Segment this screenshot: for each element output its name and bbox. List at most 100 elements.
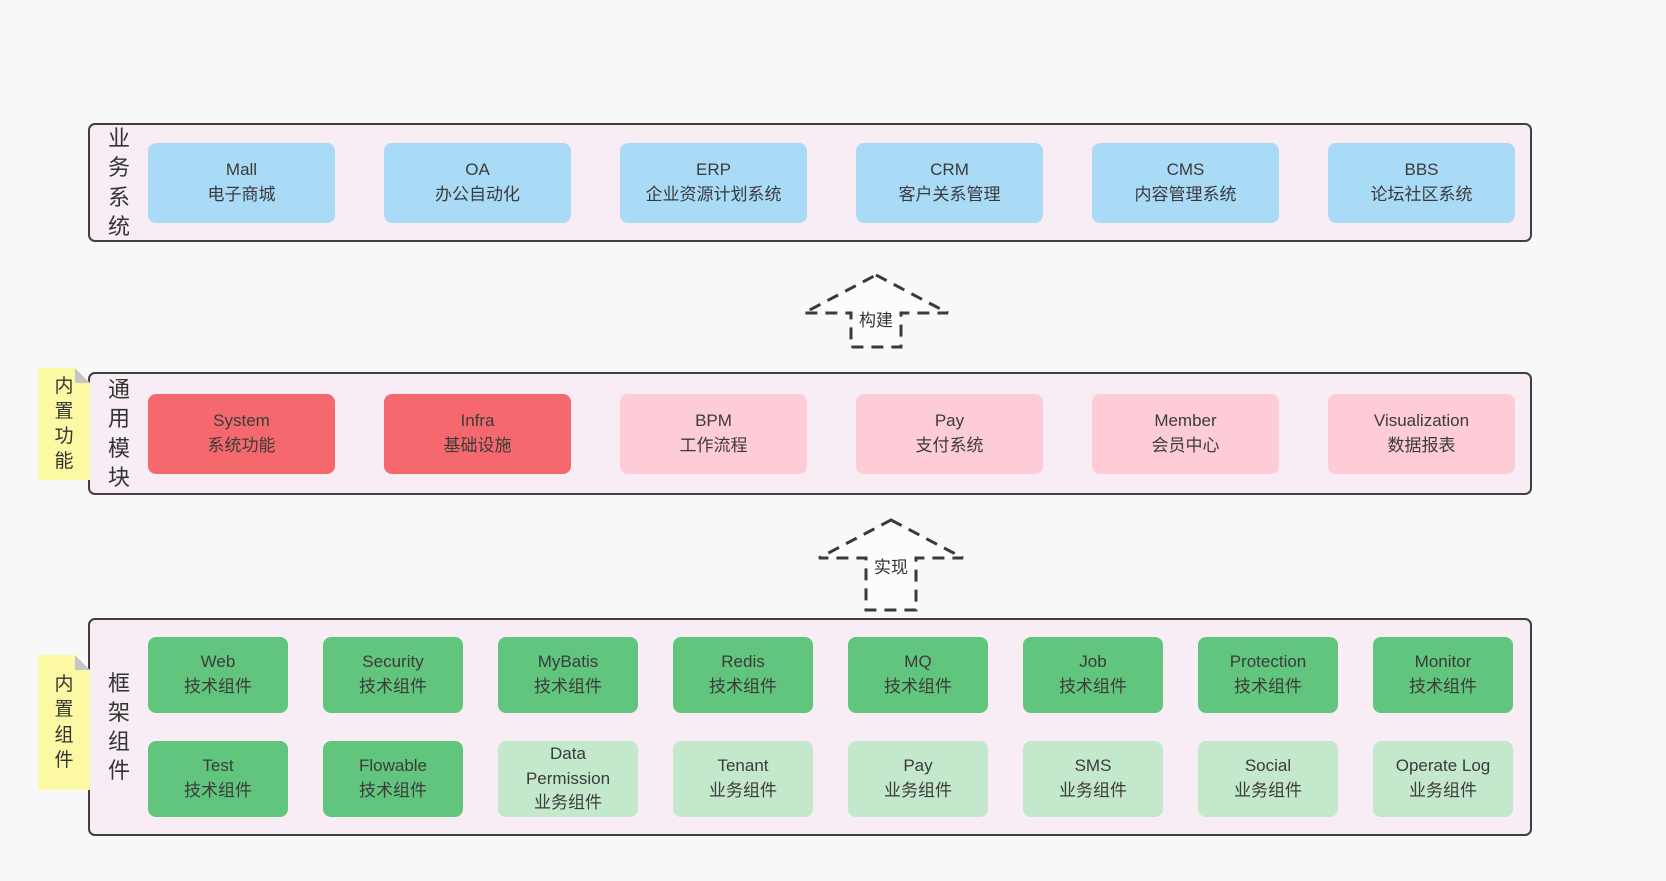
box-redis: Redis 技术组件: [673, 637, 813, 713]
box-subtitle: 基础设施: [443, 435, 512, 455]
box-subtitle: 客户关系管理: [898, 184, 1001, 204]
box-title: MyBatis: [537, 652, 599, 672]
arrow-build-label: 构建: [855, 306, 897, 331]
box-visualization: Visualization 数据报表: [1328, 393, 1515, 474]
box-subtitle: 业务组件: [1234, 781, 1302, 800]
box-title: CMS: [1166, 159, 1205, 179]
band-business-systems: 业务系统 Mall 电子商城 OA 办公自动化 ERP 企业资源计划系统 CRM…: [88, 123, 1532, 242]
framework-row-2: Test 技术组件 Flowable 技术组件 Data Permission …: [148, 741, 1530, 817]
sticky-label: 内置功能: [54, 375, 74, 473]
box-subtitle: 业务组件: [534, 793, 602, 813]
band-label-common-modules: 通用模块: [90, 374, 148, 493]
box-title: MQ: [904, 652, 932, 672]
box-subtitle: 技术组件: [1409, 677, 1477, 696]
box-subtitle: 论坛社区系统: [1370, 184, 1473, 204]
box-title: Operate Log: [1395, 756, 1491, 776]
band-label-framework-components: 框架组件: [90, 620, 148, 834]
box-title: OA: [465, 159, 490, 179]
box-title: Job: [1079, 652, 1107, 672]
box-erp: ERP 企业资源计划系统: [620, 142, 807, 223]
common-modules-boxes: System 系统功能 Infra 基础设施 BPM 工作流程 Pay 支付系统…: [148, 374, 1530, 493]
framework-row-1: Web 技术组件 Security 技术组件 MyBatis 技术组件 Redi…: [148, 637, 1530, 713]
box-title: Member: [1154, 410, 1217, 430]
box-crm: CRM 客户关系管理: [856, 142, 1043, 223]
box-subtitle: 业务组件: [884, 781, 952, 800]
box-title: Data Permission: [525, 744, 611, 788]
box-social: Social 业务组件: [1198, 741, 1338, 817]
box-subtitle: 技术组件: [1059, 677, 1127, 696]
arrow-implement: 实现: [816, 517, 966, 613]
box-subtitle: 企业资源计划系统: [645, 184, 782, 204]
box-mall: Mall 电子商城: [148, 142, 335, 223]
band-label-text: 通用模块: [107, 377, 130, 490]
box-infra: Infra 基础设施: [384, 393, 571, 474]
box-subtitle: 会员中心: [1151, 435, 1220, 455]
box-title: ERP: [696, 159, 731, 179]
box-title: Pay: [903, 756, 933, 776]
band-label-text: 业务系统: [107, 126, 130, 239]
box-title: Pay: [934, 410, 965, 430]
box-test: Test 技术组件: [148, 741, 288, 817]
band-label-text: 框架组件: [107, 670, 130, 784]
box-bpm: BPM 工作流程: [620, 393, 807, 474]
band-label-business-systems: 业务系统: [90, 125, 148, 240]
arrow-implement-label: 实现: [870, 553, 912, 578]
box-subtitle: 技术组件: [184, 677, 252, 696]
box-web: Web 技术组件: [148, 637, 288, 713]
box-title: Mall: [225, 159, 258, 179]
box-subtitle: 数据报表: [1387, 435, 1456, 455]
box-subtitle: 工作流程: [679, 435, 748, 455]
box-title: System: [213, 410, 270, 430]
box-title: Security: [362, 652, 424, 672]
box-subtitle: 技术组件: [884, 677, 952, 696]
box-subtitle: 技术组件: [359, 781, 427, 800]
sticky-built-in-features: 内置功能: [38, 368, 90, 480]
box-subtitle: 技术组件: [709, 677, 777, 696]
box-subtitle: 系统功能: [207, 435, 276, 455]
box-title: CRM: [930, 159, 969, 179]
box-subtitle: 业务组件: [709, 781, 777, 800]
box-security: Security 技术组件: [323, 637, 463, 713]
box-title: SMS: [1074, 756, 1112, 776]
band-common-modules: 通用模块 System 系统功能 Infra 基础设施 BPM 工作流程 Pay…: [88, 372, 1532, 495]
box-subtitle: 电子商城: [207, 184, 276, 204]
box-operate-log: Operate Log 业务组件: [1373, 741, 1513, 817]
band-framework-components: 框架组件 Web 技术组件 Security 技术组件 MyBatis 技术组件…: [88, 618, 1532, 836]
box-bbs: BBS 论坛社区系统: [1328, 142, 1515, 223]
box-flowable: Flowable 技术组件: [323, 741, 463, 817]
box-pay-system: Pay 支付系统: [856, 393, 1043, 474]
sticky-built-in-components: 内置组件: [38, 655, 90, 790]
framework-components-rows: Web 技术组件 Security 技术组件 MyBatis 技术组件 Redi…: [148, 620, 1530, 834]
business-systems-boxes: Mall 电子商城 OA 办公自动化 ERP 企业资源计划系统 CRM 客户关系…: [148, 125, 1530, 240]
box-title: Social: [1244, 756, 1292, 776]
box-oa: OA 办公自动化: [384, 142, 571, 223]
box-sms: SMS 业务组件: [1023, 741, 1163, 817]
box-tenant: Tenant 业务组件: [673, 741, 813, 817]
box-subtitle: 技术组件: [359, 677, 427, 696]
arrow-build: 构建: [801, 272, 951, 350]
box-mybatis: MyBatis 技术组件: [498, 637, 638, 713]
box-title: BBS: [1404, 159, 1439, 179]
box-mq: MQ 技术组件: [848, 637, 988, 713]
box-member: Member 会员中心: [1092, 393, 1279, 474]
box-title: Visualization: [1373, 410, 1470, 430]
box-title: Test: [202, 756, 234, 776]
box-subtitle: 办公自动化: [435, 184, 520, 204]
box-title: Web: [200, 652, 236, 672]
box-job: Job 技术组件: [1023, 637, 1163, 713]
box-subtitle: 业务组件: [1059, 781, 1127, 800]
box-subtitle: 技术组件: [1234, 677, 1302, 696]
box-subtitle: 技术组件: [184, 781, 252, 800]
box-subtitle: 内容管理系统: [1134, 184, 1237, 204]
box-title: Infra: [460, 410, 495, 430]
box-subtitle: 技术组件: [534, 677, 602, 696]
box-title: Protection: [1229, 652, 1307, 672]
box-subtitle: 业务组件: [1409, 781, 1477, 800]
box-title: Monitor: [1414, 652, 1472, 672]
box-system: System 系统功能: [148, 393, 335, 474]
box-pay-component: Pay 业务组件: [848, 741, 988, 817]
box-title: Redis: [721, 652, 765, 672]
box-title: Flowable: [358, 756, 428, 776]
sticky-label: 内置组件: [54, 674, 74, 771]
